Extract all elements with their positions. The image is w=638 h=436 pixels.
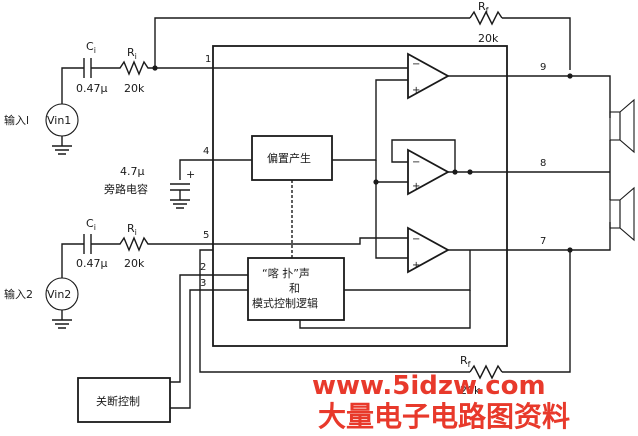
bypass-label: 旁路电容	[104, 182, 148, 196]
input1-capacitor	[83, 58, 92, 78]
input1-resistor	[91, 60, 213, 76]
pin-3: 3	[200, 278, 206, 289]
bypass-plus: +	[186, 168, 195, 181]
amplifier-1	[407, 52, 450, 100]
logic-line-1: “喀 扑”声	[262, 266, 310, 280]
top-feedback-wire-right	[502, 17, 571, 70]
bias-to-amp1-wire	[332, 79, 408, 161]
top-rf-label: Rf	[478, 0, 489, 15]
plus-sign: +	[412, 85, 420, 96]
watermark-site: 大量电子电路图资料	[318, 400, 570, 433]
junction	[152, 65, 158, 71]
pin-8: 8	[540, 158, 546, 169]
r-value-2: 20k	[124, 257, 145, 270]
ci-label-1: Ci	[86, 40, 96, 55]
bottom-feedback-resistor	[469, 364, 503, 380]
bypass-wire	[179, 159, 213, 180]
minus-sign: −	[412, 234, 420, 245]
r-value-1: 20k	[124, 82, 145, 95]
watermark-url: www.5idzw.com	[312, 371, 546, 401]
bypass-capacitor	[170, 183, 190, 191]
amp2-feedback-wire	[391, 139, 456, 172]
logic-line-2: 和	[289, 282, 300, 295]
ground-symbol	[52, 310, 72, 329]
top-rf-value: 20k	[478, 32, 499, 45]
bias-label: 偏置产生	[267, 151, 311, 165]
junction	[373, 179, 379, 185]
logic-input-wires	[213, 274, 248, 291]
input2-wire	[61, 243, 84, 278]
logic-bottom-wire	[299, 290, 471, 329]
bottom-rf-value: 20k	[460, 384, 481, 397]
minus-sign: −	[412, 157, 420, 168]
amplifier-3	[407, 226, 450, 274]
amp3-input-wire	[213, 237, 408, 245]
bottom-feedback-wire-left	[199, 249, 470, 373]
top-feedback-resistor	[469, 10, 503, 26]
pin-4: 4	[203, 146, 209, 157]
minus-sign: −	[412, 59, 420, 70]
ri-label-2: Ri	[127, 222, 137, 237]
out7-to-speaker-wire	[570, 222, 611, 251]
pin-2: 2	[200, 262, 206, 273]
bottom-rf-label: Rf	[460, 354, 471, 369]
pin-1: 1	[205, 54, 211, 65]
top-feedback-wire-left	[154, 17, 470, 68]
speaker-icon	[609, 186, 635, 242]
pin3-wire	[170, 289, 213, 409]
ground-symbol	[170, 190, 190, 209]
speaker-icon	[609, 98, 635, 154]
ground-symbol	[52, 136, 72, 155]
logic-line-3: 模式控制逻辑	[252, 296, 318, 310]
junction	[452, 169, 458, 175]
input2-label: 输入2	[4, 287, 33, 301]
ri-label-1: Ri	[127, 46, 137, 61]
bias-to-amp3-wire	[375, 182, 408, 259]
c-value-2: 0.47μ	[76, 257, 108, 270]
pin-5: 5	[203, 230, 209, 241]
plus-sign: +	[412, 260, 420, 271]
shutdown-control-block	[77, 377, 171, 423]
vin2-label: Vin2	[47, 288, 71, 301]
input2-capacitor	[83, 234, 92, 254]
pop-click-logic-block	[247, 257, 345, 321]
shutdown-label: 关断控制	[96, 394, 140, 408]
c-value-1: 0.47μ	[76, 82, 108, 95]
out9-to-speaker-wire	[570, 75, 611, 118]
plus-sign: +	[412, 181, 420, 192]
bias-generator-block	[251, 135, 333, 181]
junction	[467, 169, 473, 175]
pin2-wire	[170, 274, 213, 383]
input1-label: 输入l	[4, 113, 29, 127]
pin-7: 7	[540, 236, 546, 247]
bottom-feedback-wire-right	[502, 250, 571, 373]
amplifier-2	[407, 148, 450, 196]
input2-resistor	[91, 236, 213, 252]
input1-wire	[61, 67, 84, 104]
bypass-value: 4.7μ	[120, 165, 145, 178]
pin-9: 9	[540, 62, 546, 73]
ci-label-2: Ci	[86, 217, 96, 232]
vin1-label: Vin1	[47, 114, 71, 127]
